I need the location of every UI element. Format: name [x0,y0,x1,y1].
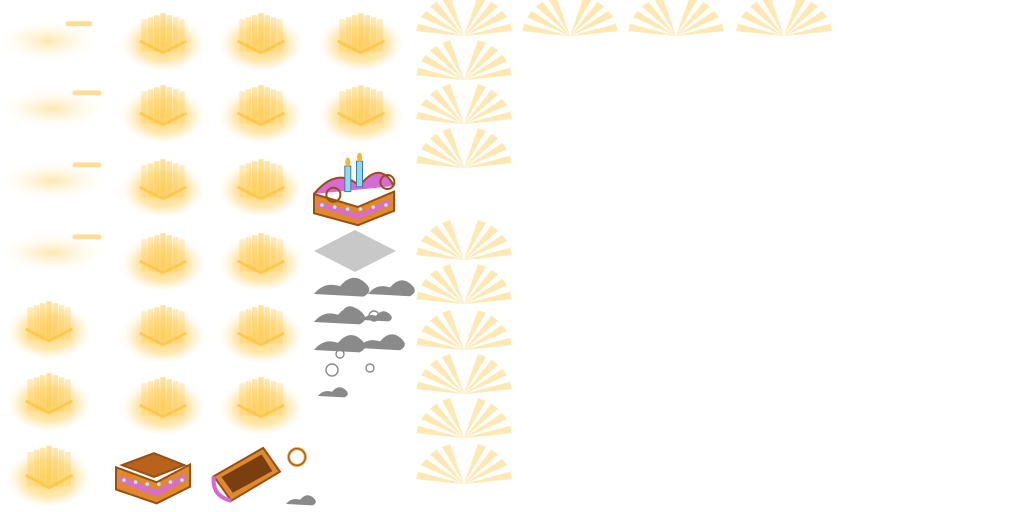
smoke-puff-icon [314,277,415,398]
glow-burst-5 [216,76,306,142]
glow-burst-3 [316,4,406,70]
glow-burst-1 [118,4,208,70]
rays-2 [520,0,620,44]
glow-burst-icon [217,375,305,434]
smoke-puff-icon [286,495,316,506]
glow-burst-12 [118,296,208,362]
glow-burst-10 [216,224,306,290]
glow-burst-11 [4,292,94,358]
glow-wisp-icon [0,233,106,272]
glow-burst-icon [119,231,207,290]
smoke-puffs [310,272,415,402]
light-rays-icon [628,0,724,37]
smoke-wisp-small [282,480,316,508]
light-rays-icon [416,84,512,125]
glow-wisp-1 [0,8,100,68]
ground-shadow [312,228,398,274]
rays-4 [732,0,836,44]
glow-wisp-2 [0,78,110,134]
light-rays-icon [416,128,512,169]
glow-wisp-icon [0,89,106,128]
rays-6 [414,84,514,132]
open-chest-icon [115,452,191,505]
glow-wisp-4 [0,222,110,278]
rays-1 [414,0,514,44]
glow-burst-8 [216,150,306,216]
glow-burst-icon [217,11,305,70]
glow-burst-icon [119,157,207,216]
light-rays-icon [416,264,512,305]
glow-burst-icon [119,375,207,434]
glow-burst-icon [217,231,305,290]
light-rays-icon [416,398,512,439]
glow-burst-9 [118,224,208,290]
chest-lid-icon [211,446,282,503]
glow-wisp-icon [0,161,106,200]
glow-burst-icon [5,299,93,358]
chest-lid [210,440,286,506]
glow-burst-7 [118,150,208,216]
rays-10 [414,310,514,358]
glow-burst-6 [316,76,406,142]
glow-burst-17 [4,436,94,506]
rays-9 [414,264,514,312]
rays-8 [414,220,514,268]
glow-burst-icon [217,157,305,216]
glow-wisp-3 [0,150,110,206]
glow-burst-16 [216,368,306,434]
glow-burst-icon [119,83,207,142]
light-rays-icon [736,0,832,37]
rays-5 [414,40,514,88]
glow-burst-15 [118,368,208,434]
rays-13 [414,444,514,492]
light-rays-icon [416,0,512,37]
cake-chest-closed [310,150,400,230]
glow-burst-2 [216,4,306,70]
light-rays-icon [522,0,618,37]
gold-ring [284,444,310,470]
glow-wisp-icon [0,20,96,62]
rays-12 [414,398,514,446]
glow-burst-13 [216,296,306,362]
glow-burst-icon [317,11,405,70]
glow-burst-icon [217,83,305,142]
light-rays-icon [416,354,512,395]
birthday-cake-chest-icon [313,152,396,227]
rays-3 [626,0,726,44]
light-rays-icon [416,444,512,485]
glow-burst-icon [5,371,93,430]
ring-icon [287,447,307,467]
rays-7 [414,128,514,176]
chest-open-front [112,440,196,506]
glow-burst-icon [119,11,207,70]
light-rays-icon [416,40,512,81]
glow-burst-icon [317,83,405,142]
glow-burst-icon [217,303,305,362]
glow-burst-icon [119,303,207,362]
glow-burst-icon [5,444,93,506]
light-rays-icon [416,310,512,351]
glow-burst-14 [4,364,94,430]
glow-burst-4 [118,76,208,142]
light-rays-icon [416,220,512,261]
diamond-shadow-icon [314,230,396,272]
rays-11 [414,354,514,402]
